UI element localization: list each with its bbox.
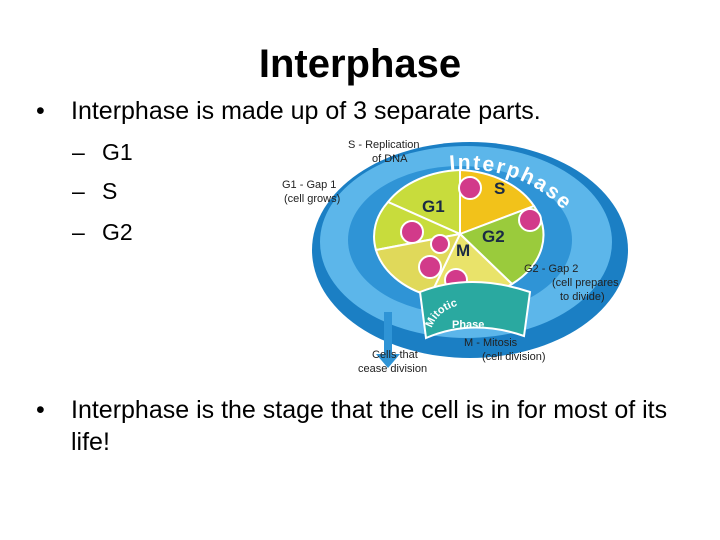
sub-item-s: –S [72,178,117,205]
g2-callout-line3: to divide) [560,291,605,303]
s-callout-line2: of DNA [372,153,408,165]
s-callout-line1: S - Replication [348,139,420,151]
cell-icon [418,255,442,279]
cell-icon [400,220,424,244]
cease-callout-line1: Cells that [372,349,418,361]
dash: – [72,219,85,245]
cease-callout-line2: cease division [358,363,427,375]
g2-callout-line2: (cell prepares [552,277,619,289]
m-callout-line1: M - Mitosis [464,337,518,349]
bullet-parts: • Interphase is made up of 3 separate pa… [36,95,676,127]
g1-label: G1 [422,197,445,216]
m-callout-line2: (cell division) [482,351,546,363]
cell-icon [430,234,450,254]
sub-item-g1-text: G1 [102,139,133,165]
mitotic-phase-band [418,281,532,340]
slide-title: Interphase [258,42,462,86]
bullet-dot: • [36,97,45,125]
m-label: M [456,241,470,260]
cell-icon [518,208,542,232]
cell-icon [458,176,482,200]
sub-item-s-text: S [102,178,118,204]
phase-label: Phase [452,319,484,331]
g2-label: G2 [482,227,505,246]
s-label: S [494,179,505,198]
cell-icons [400,176,542,292]
g1-sector [386,168,461,236]
g2-callout-line1: G2 - Gap 2 [524,263,578,275]
g1-callout-line1: G1 - Gap 1 [282,179,336,191]
cease-arrow [376,312,400,368]
dash: – [72,139,85,165]
dash: – [72,178,85,204]
g1-callout-line2: (cell grows) [284,193,340,205]
bullet-parts-text: Interphase is made up of 3 separate part… [71,97,541,125]
bullet-dot: • [36,396,45,424]
bullet-stage-text: Interphase is the stage that the cell is… [71,396,668,456]
sub-item-g2: –G2 [72,219,133,246]
sub-item-g2-text: G2 [102,219,133,245]
sub-item-g1: –G1 [72,139,133,166]
cell-cycle-diagram: G1 S G2 M Interphase Mitotic Phase S - R… [282,139,628,375]
bullet-stage: • Interphase is the stage that the cell … [36,394,676,458]
